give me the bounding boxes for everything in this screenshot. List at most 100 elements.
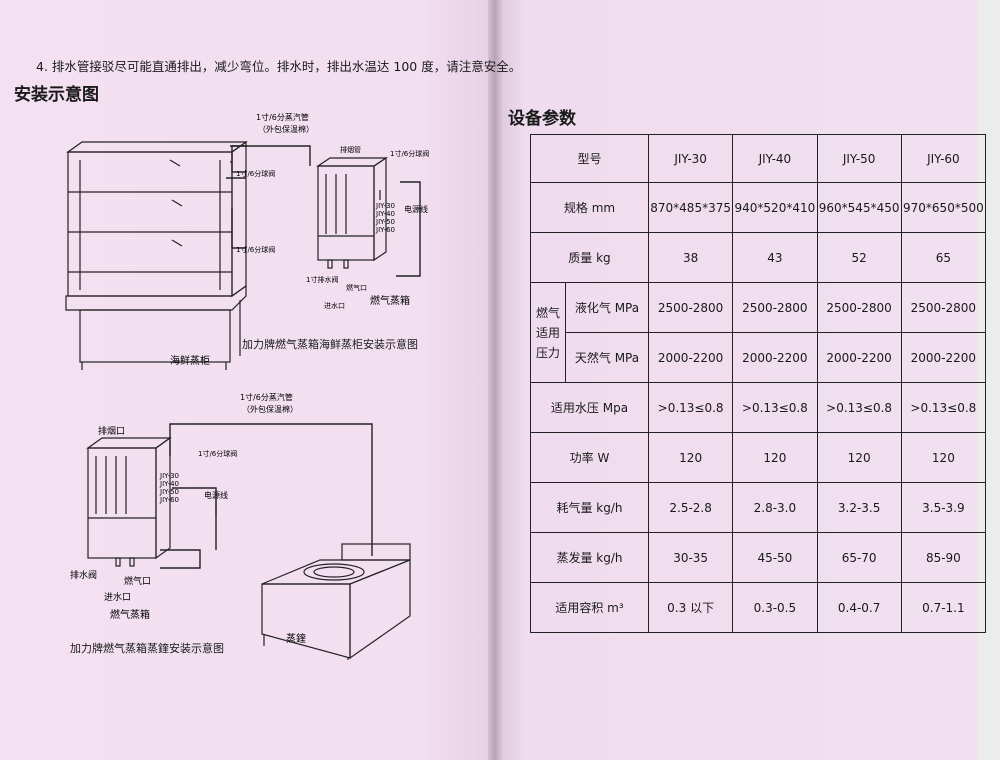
d1-model-2: JIY-40 bbox=[375, 210, 395, 218]
diagram-steamer-pot: 1寸/6分蒸汽管 （外包保温棉） 排烟口 1寸/6分球阀 JIY-30 JIY-… bbox=[70, 392, 411, 660]
table-row-power: 功率 W 120 120 120 120 bbox=[530, 432, 987, 483]
d1-model-1: JIY-30 bbox=[375, 202, 395, 210]
header-jiy30: JIY-30 bbox=[647, 134, 734, 183]
diagram-seafood-cabinet: 1寸/6分蒸汽管 （外包保温棉） 排烟管 1寸/6分球阀 1寸/6分球阀 1寸/… bbox=[65, 112, 429, 370]
cell: 85-90 bbox=[900, 532, 987, 583]
cell: 2.8-3.0 bbox=[732, 482, 818, 533]
d1-exhaust: 排烟管 bbox=[340, 145, 361, 154]
cell: 960*545*450 bbox=[816, 182, 902, 233]
cell: >0.13≤0.8 bbox=[647, 382, 734, 433]
row-label-mass: 质量 kg bbox=[530, 232, 649, 283]
table-row-mass: 质量 kg 38 43 52 65 bbox=[530, 232, 987, 283]
cell: >0.13≤0.8 bbox=[900, 382, 987, 433]
cell: 38 bbox=[647, 232, 734, 283]
table-row-ng: 天然气 MPa 2000-2200 2000-2200 2000-2200 20… bbox=[531, 332, 987, 383]
cell: 2000-2200 bbox=[816, 332, 902, 383]
header-jiy50: JIY-50 bbox=[816, 134, 902, 183]
install-diagram-title: 安装示意图 bbox=[14, 85, 99, 105]
cell: 870*485*375 bbox=[647, 182, 734, 233]
row-label-power: 功率 W bbox=[530, 432, 649, 483]
cell: 940*520*410 bbox=[732, 182, 818, 233]
caption-diagram-1: 加力牌燃气蒸箱海鲜蒸柜安装示意图 bbox=[242, 338, 418, 351]
cell: 120 bbox=[647, 432, 734, 483]
d1-pipe-steam-sub: （外包保温棉） bbox=[258, 124, 314, 134]
cell: 120 bbox=[900, 432, 987, 483]
pipes bbox=[226, 145, 421, 277]
table-row-gas-use: 耗气量 kg/h 2.5-2.8 2.8-3.0 3.2-3.5 3.5-3.9 bbox=[530, 482, 987, 533]
cell: 120 bbox=[732, 432, 818, 483]
spec-title: 设备参数 bbox=[508, 109, 576, 129]
cell: 3.2-3.5 bbox=[816, 482, 902, 533]
header-jiy60: JIY-60 bbox=[900, 134, 987, 183]
d1-gas-in: 燃气口 bbox=[346, 283, 367, 292]
cell: >0.13≤0.8 bbox=[732, 382, 818, 433]
cell: 2000-2200 bbox=[647, 332, 734, 383]
cell: 0.3-0.5 bbox=[732, 582, 818, 633]
table-row-volume: 适用容积 m³ 0.3 以下 0.3-0.5 0.4-0.7 0.7-1.1 bbox=[530, 582, 987, 633]
cell: 3.5-3.9 bbox=[900, 482, 987, 533]
d2-model-2: JIY-40 bbox=[159, 480, 179, 488]
d1-ball-valve: 1寸/6分球阀 bbox=[390, 149, 429, 158]
d1-water-inlet-a: 1寸/6分球阀 bbox=[236, 169, 275, 178]
d2-pipe-steam: 1寸/6分蒸汽管 bbox=[240, 392, 293, 402]
d2-pipe-steam-sub: （外包保温棉） bbox=[242, 404, 298, 414]
gas-steamer-drawing bbox=[316, 156, 388, 269]
caption-diagram-2: 加力牌燃气蒸箱蒸鍷安装示意图 bbox=[70, 642, 224, 655]
d2-ball-valve: 1寸/6分球阀 bbox=[198, 449, 237, 458]
table-row-header: 型号 JIY-30 JIY-40 JIY-50 JIY-60 bbox=[530, 134, 987, 183]
row-label-gas-use: 耗气量 kg/h bbox=[530, 482, 649, 533]
table-row-lpg: 燃气 适用 压力 液化气 MPa 2500-2800 2500-2800 250… bbox=[530, 282, 987, 383]
row-label-ng: 天然气 MPa bbox=[565, 332, 649, 383]
d2-pot-label: 蒸鍷 bbox=[286, 632, 306, 645]
row-label-spec: 规格 mm bbox=[530, 182, 649, 233]
table-row-water: 适用水压 Mpa >0.13≤0.8 >0.13≤0.8 >0.13≤0.8 >… bbox=[530, 382, 987, 433]
book-gutter bbox=[488, 0, 502, 760]
d1-water-inlet-b: 1寸/6分球阀 bbox=[236, 245, 275, 254]
cell: 65-70 bbox=[816, 532, 902, 583]
cell: 120 bbox=[816, 432, 902, 483]
cell: 2500-2800 bbox=[900, 282, 987, 333]
row-label-lpg: 液化气 MPa bbox=[565, 282, 649, 333]
header-model: 型号 bbox=[530, 134, 649, 183]
seafood-cabinet-drawing bbox=[65, 140, 248, 370]
row-group-gas: 燃气 适用 压力 bbox=[530, 282, 566, 383]
d1-model-4: JIY-60 bbox=[375, 226, 395, 234]
row-label-volume: 适用容积 m³ bbox=[530, 582, 649, 633]
pipes-2 bbox=[160, 423, 373, 569]
gas-steamer-drawing-2 bbox=[86, 436, 217, 567]
d2-power-line: 电源线 bbox=[204, 490, 228, 500]
cell: 0.3 以下 bbox=[647, 582, 734, 633]
d2-exhaust: 排烟口 bbox=[98, 425, 125, 437]
d1-seafood-label: 海鲜蒸柜 bbox=[170, 354, 210, 367]
d2-gas-in: 燃气口 bbox=[124, 575, 151, 587]
cell: 43 bbox=[732, 232, 818, 283]
cell: 2500-2800 bbox=[647, 282, 734, 333]
left-page bbox=[0, 0, 494, 760]
cell: >0.13≤0.8 bbox=[816, 382, 902, 433]
cell: 2500-2800 bbox=[732, 282, 818, 333]
cell: 2000-2200 bbox=[900, 332, 987, 383]
d1-pipe-steam: 1寸/6分蒸汽管 bbox=[256, 112, 309, 122]
cell: 2.5-2.8 bbox=[647, 482, 734, 533]
d1-power-line: 电源线 bbox=[404, 204, 428, 214]
d1-model-3: JIY-50 bbox=[375, 218, 395, 226]
d2-model-1: JIY-30 bbox=[159, 472, 179, 480]
header-jiy40: JIY-40 bbox=[732, 134, 818, 183]
d1-drain: 1寸排水阀 bbox=[306, 275, 338, 284]
cell: 2500-2800 bbox=[816, 282, 902, 333]
cell: 2000-2200 bbox=[732, 332, 818, 383]
cell: 45-50 bbox=[732, 532, 818, 583]
spec-table: 型号 JIY-30 JIY-40 JIY-50 JIY-60 规格 mm 870… bbox=[530, 134, 987, 633]
cell: 970*650*500 bbox=[900, 182, 987, 233]
d2-water-in: 进水口 bbox=[104, 591, 131, 603]
d2-drain: 排水阀 bbox=[70, 569, 97, 581]
d1-cabinet-label: 燃气蒸箱 bbox=[370, 294, 410, 307]
cell: 65 bbox=[900, 232, 987, 283]
d1-water-in: 进水口 bbox=[324, 301, 345, 310]
d2-cabinet-label: 燃气蒸箱 bbox=[110, 608, 150, 621]
table-row-steam: 蒸发量 kg/h 30-35 45-50 65-70 85-90 bbox=[530, 532, 987, 583]
cell: 30-35 bbox=[647, 532, 734, 583]
row-label-water: 适用水压 Mpa bbox=[530, 382, 649, 433]
cell: 0.7-1.1 bbox=[900, 582, 987, 633]
install-note: 4. 排水管接驳尽可能直通排出，减少弯位。排水时，排出水温达 100 度，请注意… bbox=[36, 59, 522, 74]
